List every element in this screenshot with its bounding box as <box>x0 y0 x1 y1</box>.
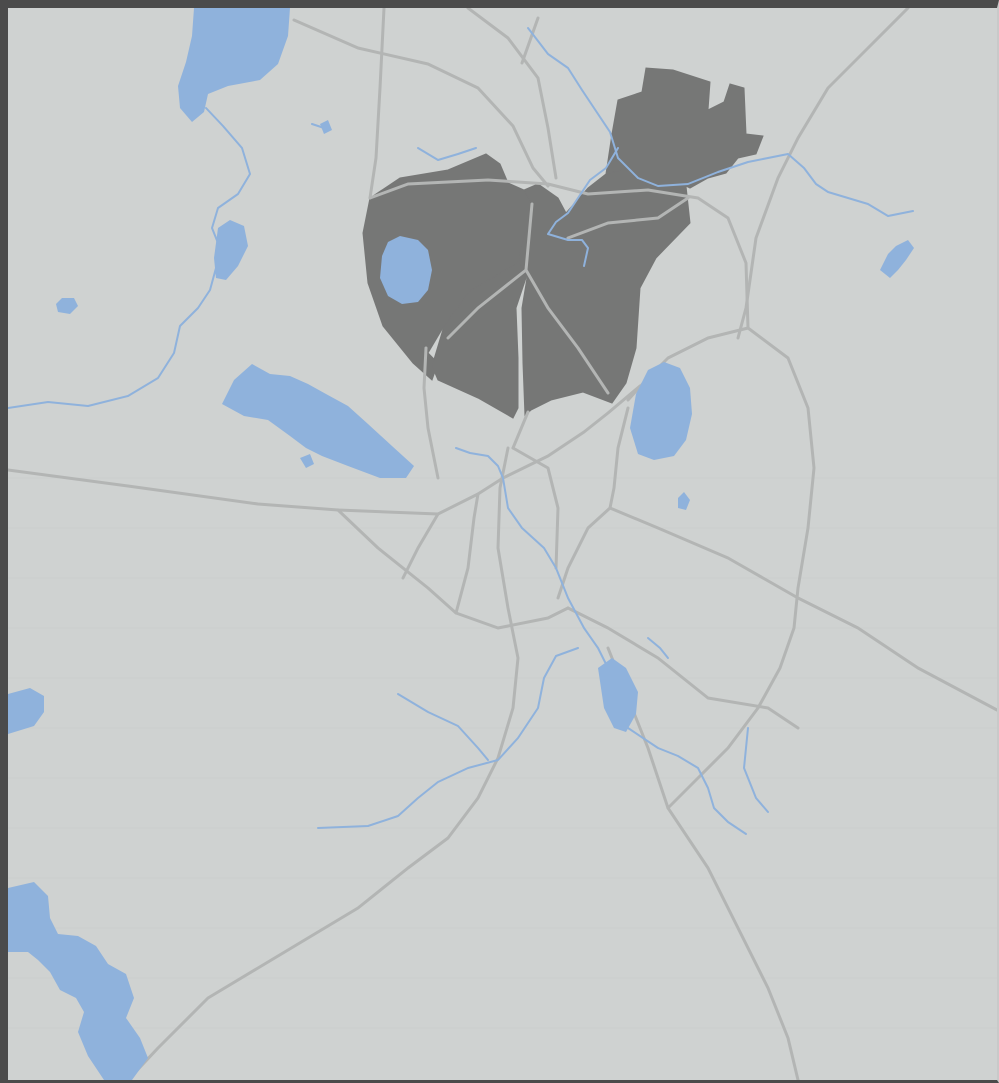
district-northeast[interactable] <box>605 67 764 189</box>
lake-small-west <box>56 298 78 314</box>
district-south[interactable] <box>431 262 529 419</box>
river <box>8 107 251 409</box>
river <box>647 637 669 659</box>
road <box>511 446 560 570</box>
lake-north-small <box>320 120 332 134</box>
road <box>422 346 440 480</box>
road <box>608 506 997 712</box>
pond-south <box>300 454 314 468</box>
map-canvas[interactable] <box>8 8 997 1080</box>
road <box>446 268 528 340</box>
road <box>454 492 480 615</box>
road <box>126 446 520 1080</box>
river <box>317 647 579 829</box>
lake-east-small <box>880 240 914 278</box>
road <box>368 8 386 200</box>
lake-west-river <box>214 220 248 280</box>
pond-east <box>678 492 690 510</box>
river <box>527 27 914 217</box>
water-bodies <box>8 8 914 1080</box>
road <box>501 384 642 480</box>
road <box>466 8 558 180</box>
road <box>566 606 800 730</box>
road <box>666 326 816 810</box>
lake-west-edge <box>8 688 44 734</box>
road <box>524 268 610 395</box>
road <box>292 18 550 188</box>
lake-inner-west <box>380 236 432 304</box>
river <box>627 727 747 835</box>
lake-southwest-chain <box>8 882 148 1080</box>
lake-long-west <box>222 364 414 478</box>
river <box>743 727 769 813</box>
district-west[interactable] <box>362 153 533 381</box>
river <box>417 147 477 161</box>
lake-river-south <box>598 658 638 732</box>
lake-northwest <box>178 8 290 122</box>
river <box>397 693 489 761</box>
highlighted-area[interactable] <box>362 67 764 419</box>
road <box>368 178 750 330</box>
river <box>455 447 609 669</box>
lake-east-oval <box>630 362 692 460</box>
road <box>401 512 440 580</box>
road <box>520 16 540 65</box>
road <box>524 202 534 272</box>
road-network <box>8 8 997 1080</box>
river <box>547 147 619 267</box>
road <box>511 410 530 450</box>
road <box>566 196 690 240</box>
